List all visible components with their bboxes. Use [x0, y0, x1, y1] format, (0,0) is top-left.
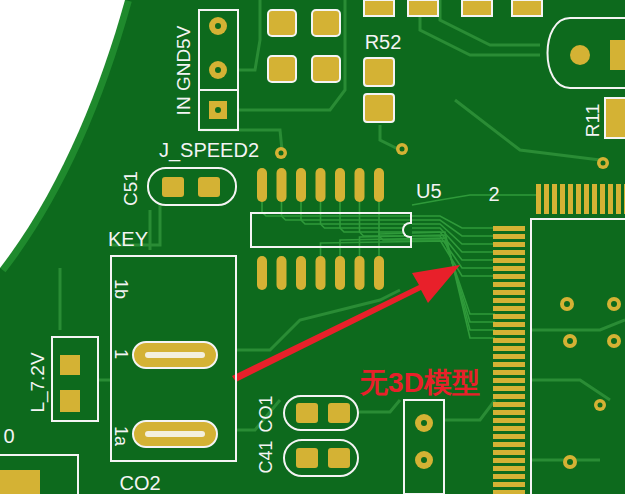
pin-label: 1b [112, 279, 130, 299]
capacitor-outline [284, 396, 358, 430]
part-name: L_7.2V [27, 352, 46, 412]
pad [209, 61, 227, 79]
part-name: C41 [257, 440, 275, 473]
part-name: J_SPEED2 [159, 140, 259, 160]
capacitor-pads [268, 0, 625, 138]
header-outline [52, 337, 98, 421]
part-name: KEY [108, 229, 148, 249]
part-name: 0 [3, 426, 14, 446]
capacitor-outline [148, 168, 236, 205]
u5-pads [257, 168, 384, 290]
pad [60, 355, 80, 375]
pin-label: 1a [112, 426, 130, 446]
key-pad [133, 421, 217, 447]
pad [209, 101, 227, 119]
signal-traces [262, 195, 540, 338]
part-name: CO2 [119, 473, 160, 493]
vias [275, 143, 621, 469]
chip-notch [402, 222, 412, 238]
header-outline [199, 89, 238, 91]
chip-outline: U5 [250, 212, 412, 248]
pin-label: 1 [112, 349, 130, 359]
callout-arrow [232, 265, 460, 382]
pad [60, 390, 80, 412]
pad [209, 17, 227, 35]
part-name: U5 [416, 181, 442, 201]
part-name: CO1 [257, 395, 275, 432]
traces [60, 0, 625, 460]
pin-number: 2 [488, 184, 499, 204]
part-name: R11 [583, 103, 602, 136]
pad [570, 45, 590, 65]
header-outline [199, 10, 238, 130]
pad [162, 177, 184, 197]
qfp-pads [493, 184, 625, 494]
board-cutout [0, 0, 125, 268]
header-outline [404, 400, 444, 494]
part-name: C51 [120, 171, 139, 206]
capacitor-outline [284, 440, 358, 476]
key-pad [133, 342, 217, 368]
qfp-outline [531, 219, 625, 494]
pad [198, 177, 220, 197]
crystal-outline [548, 18, 625, 88]
part-outline [0, 455, 78, 494]
pad [610, 40, 625, 70]
callout-note: 无3D模型 [360, 369, 480, 397]
header-label: IN GND5V [175, 25, 194, 115]
part-name: R52 [365, 32, 402, 52]
board-edge [0, 0, 125, 268]
